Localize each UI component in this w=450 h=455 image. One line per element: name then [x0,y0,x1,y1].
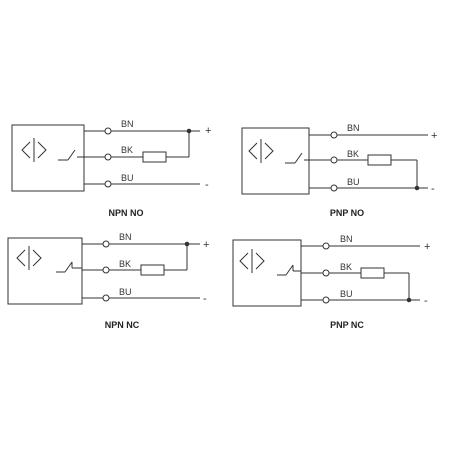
wire-label-bu: BU [119,287,132,297]
wire-label-bu: BU [347,177,360,187]
resistor-icon [140,264,165,276]
resistor-icon [367,154,392,166]
proximity-sensor-symbol-icon [239,249,265,273]
diagram-caption: PNP NC [330,320,364,330]
proximity-sensor-symbol-icon [16,246,42,270]
sensor-body [232,239,302,307]
diagram-pnp-no [241,127,428,195]
wire-label-bk: BK [340,262,352,272]
switch-contact-icon [56,261,82,273]
diagram-npn-nc [7,237,200,305]
terminal-wires [82,240,200,302]
sensor-body [11,124,85,192]
terminal-wires [301,242,420,304]
sensor-body [7,237,83,305]
diagram-caption: NPN NC [105,320,140,330]
terminal-wires [309,131,428,192]
terminal-minus: - [205,179,209,191]
wire-label-bn: BN [121,119,134,129]
proximity-sensor-symbol-icon [21,138,47,162]
switch-contact-icon [58,149,84,161]
terminal-minus: - [203,293,207,305]
terminal-minus: - [431,183,435,195]
wire-label-bu: BU [121,173,134,183]
wire-label-bk: BK [119,259,131,269]
switch-contact-icon [285,152,309,164]
diagram-pnp-nc [232,239,420,307]
wire-label-bn: BN [119,232,132,242]
sensor-body [241,127,310,195]
diagram-caption: NPN NO [108,208,143,218]
terminal-plus: + [424,241,430,253]
terminal-plus: + [431,130,437,142]
resistor-icon [142,151,167,163]
terminal-plus: + [205,125,211,137]
diagram-npn-no [11,124,200,192]
wire-label-bn: BN [347,123,360,133]
wire-label-bu: BU [340,289,353,299]
terminal-wires [84,127,200,188]
switch-contact-icon [277,264,301,276]
resistor-icon [360,267,385,279]
wire-label-bn: BN [340,234,353,244]
diagram-caption: PNP NO [330,208,364,218]
wire-label-bk: BK [347,149,359,159]
terminal-plus: + [203,239,209,251]
wire-label-bk: BK [121,145,133,155]
proximity-sensor-symbol-icon [248,139,274,163]
terminal-minus: - [424,295,428,307]
